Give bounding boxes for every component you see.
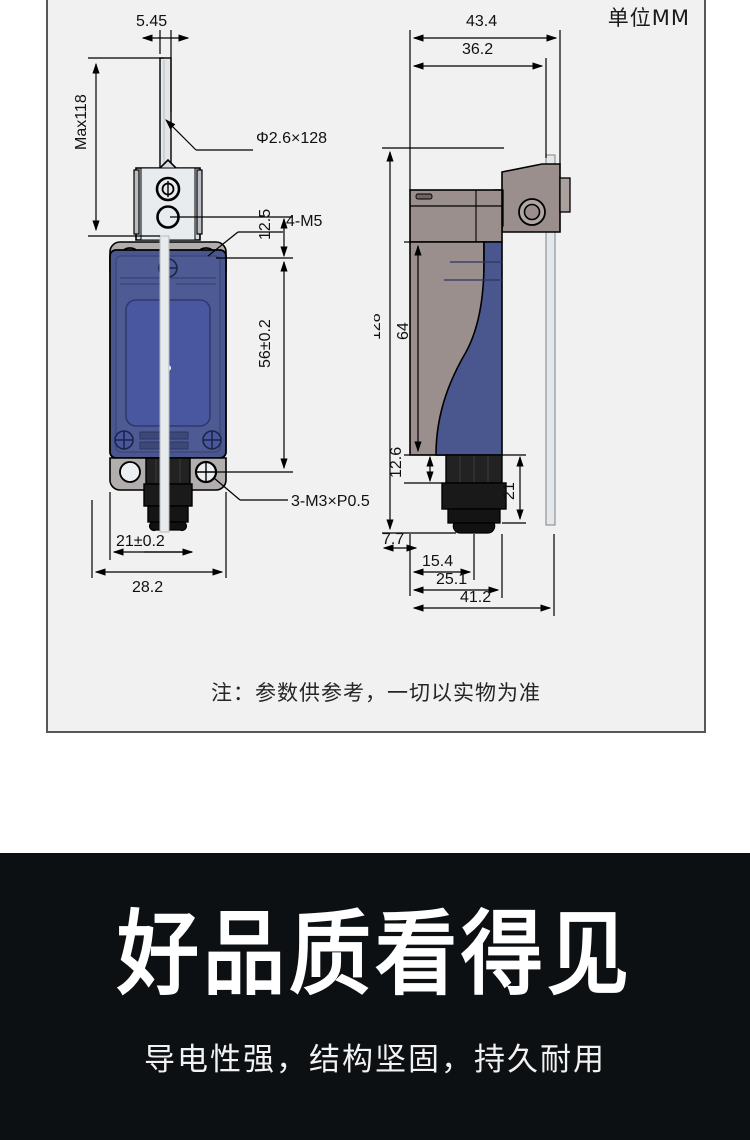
- switch-body-graphic: [109, 241, 227, 491]
- dim-body-width: 21±0.2: [116, 533, 165, 550]
- dim-lever-offset: 5.45: [136, 13, 167, 30]
- dim-base-depth: 41.2: [460, 589, 491, 606]
- dim-gland-center: 15.4: [422, 553, 453, 570]
- dim-gland-offset: 12.6: [388, 447, 405, 478]
- dim-overall-height: 128: [374, 313, 384, 340]
- dim-gland-thread: 3-M3×P0.5: [291, 493, 370, 510]
- side-cable-gland-graphic: [441, 454, 507, 534]
- dim-head-to-axis: 12.5: [257, 209, 274, 240]
- dim-overall-depth: 43.4: [466, 13, 497, 30]
- side-lever-rod-graphic: [545, 154, 556, 526]
- dim-lever-max-height: Max118: [73, 94, 90, 150]
- side-view-drawing: 43.4 36.2 128 64 12.6 21 7.7 15.4 25.1 4…: [374, 13, 571, 616]
- actuator-head-graphic: [133, 158, 203, 241]
- side-body-graphic: [409, 189, 503, 456]
- unit-label: 单位MM: [607, 6, 690, 30]
- dim-head-screws: 4-M5: [286, 213, 323, 230]
- side-actuator-head-graphic: [493, 163, 571, 233]
- dim-overall-width: 28.2: [132, 579, 163, 596]
- dim-body-height: 64: [395, 322, 412, 340]
- promo-subtext: 导电性强，结构坚固，持久耐用: [144, 1042, 606, 1078]
- front-view-drawing: 5.45 Φ2.6×128 Max118 4-M5 12.5 56±0.2 3-…: [73, 13, 370, 596]
- dim-mount-hole-pitch: 56±0.2: [257, 319, 274, 368]
- dim-base-offset: 7.7: [382, 531, 404, 548]
- dim-lever-rod-spec: Φ2.6×128: [256, 130, 327, 147]
- promo-headline: 好品质看得见: [116, 902, 633, 1009]
- dim-gland-length: 21: [501, 482, 518, 500]
- promo-banner: 好品质看得见 导电性强，结构坚固，持久耐用: [0, 853, 750, 1140]
- drawing-note: 注：参数供参考，一切以实物为准: [211, 681, 541, 705]
- dim-body-depth: 36.2: [462, 41, 493, 58]
- technical-drawing-panel: 单位MM: [46, 0, 706, 733]
- dim-gland-outer: 25.1: [436, 571, 467, 588]
